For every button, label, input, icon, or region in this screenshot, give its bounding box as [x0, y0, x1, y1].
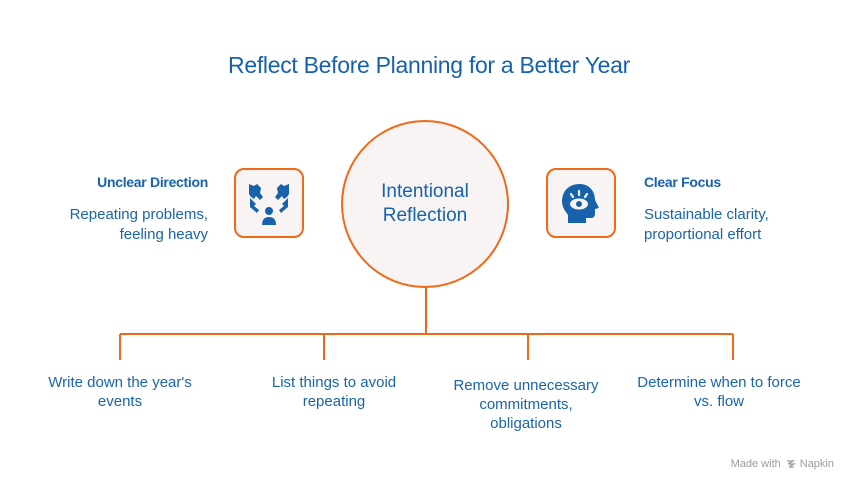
step-remove-commitments: Remove unnecessary commitments, obligati…	[426, 376, 626, 433]
step-line: Determine when to force	[637, 374, 801, 391]
step-list-things-to-avoid: List things to avoid repeating	[234, 373, 434, 411]
step-line: List things to avoid	[271, 374, 397, 391]
step-line: repeating	[302, 393, 366, 410]
left-icon-box	[234, 168, 304, 238]
right-description: Sustainable clarity, proportional effort	[644, 205, 769, 245]
left-description-line: feeling heavy	[119, 226, 208, 243]
left-description-line: Repeating problems,	[69, 206, 208, 223]
napkin-logo-icon	[786, 459, 796, 468]
right-description-line: Sustainable clarity,	[644, 206, 769, 223]
step-line: obligations	[490, 415, 562, 432]
left-heading: Unclear Direction	[97, 174, 208, 190]
diagram-title: Reflect Before Planning for a Better Yea…	[228, 52, 630, 78]
center-label: Intentional Reflection	[381, 181, 469, 226]
confusion-person-icon	[249, 184, 289, 225]
right-heading: Clear Focus	[644, 174, 721, 190]
made-with-napkin-badge: Made with Napkin	[731, 458, 834, 470]
center-node: Intentional Reflection	[341, 120, 509, 288]
left-description: Repeating problems, feeling heavy	[70, 205, 208, 245]
step-line: Write down the year's	[48, 374, 192, 391]
step-line: Remove unnecessary	[453, 377, 599, 394]
step-line: events	[97, 393, 143, 410]
step-force-vs-flow: Determine when to force vs. flow	[619, 373, 819, 411]
head-eye-icon	[562, 184, 599, 223]
step-line: commitments,	[479, 396, 573, 413]
made-with-label: Made with	[730, 458, 781, 470]
right-icon-box	[546, 168, 616, 238]
right-description-line: proportional effort	[644, 226, 762, 243]
step-write-down-events: Write down the year's events	[20, 373, 220, 411]
step-line: vs. flow	[693, 393, 744, 410]
napkin-brand-label: Napkin	[799, 458, 834, 470]
